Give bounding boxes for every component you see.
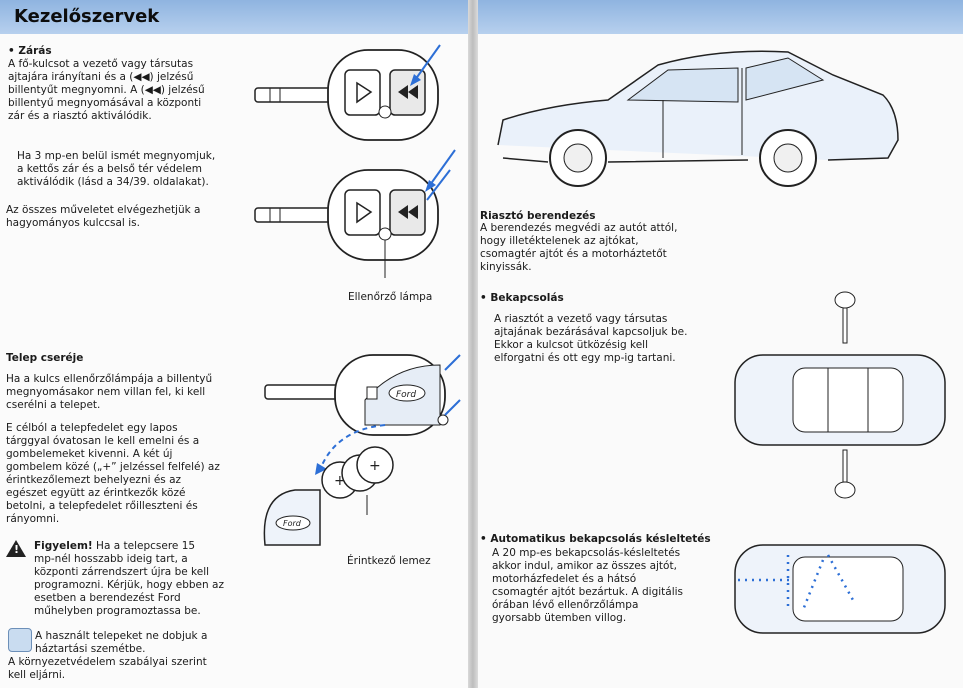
battery-replacement-illustration: Ford + + Ford	[263, 354, 461, 546]
contact-plate-label: Érintkező lemez	[347, 555, 431, 567]
environment-text-2: A környezetvédelem szabályai szerint kel…	[8, 656, 207, 681]
key-fob-double-lock-illustration	[254, 149, 456, 278]
manual-key-text: Az összes műveletet elvégezhetjük a hagy…	[6, 204, 201, 229]
battery-heading: Telep cseréje	[6, 352, 84, 364]
activation-heading: • Bekapcsolás	[480, 292, 564, 304]
book-spine	[468, 0, 480, 688]
delay-text: A 20 mp-es bekapcsolás-késleltetés akkor…	[492, 547, 684, 624]
activation-text: A riasztót a vezető vagy társutas ajtajá…	[494, 313, 688, 364]
right-page: Riasztó berendezés A berendezés megvédi …	[478, 0, 963, 688]
ford-logo-top: Ford	[396, 390, 416, 400]
header-bar-right	[478, 0, 963, 34]
battery-text-1: Ha a kulcs ellenőrzőlámpája a billentyű …	[6, 373, 213, 411]
warning-icon: !	[6, 540, 26, 557]
environment-icon	[8, 628, 32, 652]
alarm-heading: Riasztó berendezés	[480, 210, 596, 222]
car-side-illustration	[497, 50, 899, 187]
page-title: Kezelőszervek	[14, 6, 160, 27]
alarm-text: A berendezés megvédi az autót attól, hog…	[480, 222, 678, 273]
svg-text:+: +	[369, 458, 381, 474]
battery-text-2: E célból a telepfedelet egy lapos tárggy…	[6, 422, 220, 525]
environment-text-1: A használt telepeket ne dobjuk a háztart…	[35, 630, 208, 655]
svg-text:+: +	[334, 473, 346, 489]
header-bar: Kezelőszervek	[0, 0, 470, 34]
double-lock-text: Ha 3 mp-en belül ismét megnyomjuk, a ket…	[17, 150, 216, 188]
left-page: Kezelőszervek • Zárás A fő-kulcsot a vez…	[0, 0, 470, 688]
warning-text: Figyelem! Ha a telepcsere 15 mp-nél hoss…	[34, 540, 224, 617]
delay-heading: • Automatikus bekapcsolás késleltetés	[480, 533, 711, 545]
lamp-label: Ellenőrző lámpa	[348, 291, 433, 303]
ford-logo-cover: Ford	[283, 519, 302, 528]
key-fob-lock-illustration	[254, 44, 441, 141]
car-top-view-keys-illustration	[734, 291, 946, 499]
zaras-heading: • Zárás	[8, 45, 52, 57]
zaras-text: A fő-kulcsot a vezető vagy társutas ajta…	[8, 58, 205, 122]
car-top-view-doors-illustration	[734, 544, 946, 634]
